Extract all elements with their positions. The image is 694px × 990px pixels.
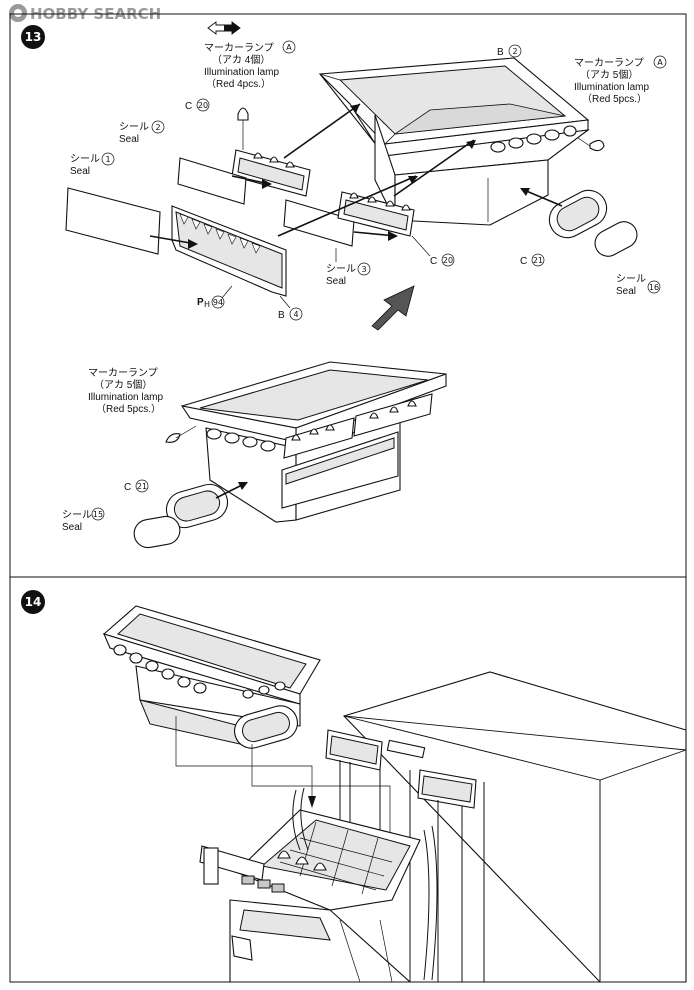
assembled-box-step14 [102,605,321,749]
lamp-right-jp: マーカーランプ [574,57,644,69]
lamp-bar-c20-top [231,149,311,197]
c21-right-label: C 21 [520,253,545,267]
seal-2-sticker [177,157,247,205]
b4-number: 4 [293,310,298,319]
oval-light-c21-right [548,189,608,239]
c20-mid-label: C 20 [430,253,455,267]
lamp-low-qty-en: （Red 5pcs.） [96,403,161,415]
lamp-right-qty-en: （Red 5pcs.） [582,93,647,105]
seal16-number: 16 [649,283,659,292]
lamp-bar-c20-mid [337,191,415,237]
lamp-low-label: マーカーランプ （アカ 5個） Illumination lamp （Red 5… [88,367,163,415]
ph-sub: H [204,300,210,309]
seal16-en: Seal [616,286,636,297]
seal15-number: 15 [93,510,103,519]
seal-16-label: シール Seal 16 [616,274,661,297]
seal-2-label: シール 2 Seal [119,120,165,145]
seal1-number: 1 [105,155,110,164]
lamp-a-en: Illumination lamp [204,67,279,78]
seal3-en: Seal [326,276,346,287]
seal2-jp: シール [119,122,149,133]
step-14-badge: 14 [21,590,45,614]
lamp-a-circled: A [286,43,292,52]
seal15-jp: シール [62,510,92,521]
c20-top-label: C 20 [185,98,210,112]
seal1-jp: シール [70,154,100,165]
seal1-en: Seal [70,166,90,177]
b2-letter: B [497,47,504,58]
seal3-number: 3 [361,265,366,274]
seal-1-sticker [65,187,161,255]
marker-lamp-bulb [589,139,605,152]
seal-16-sticker [594,221,638,257]
lamp-low-jp: マーカーランプ [88,367,158,379]
b2-label: B 2 [497,44,522,58]
c21-right-number: 21 [533,256,543,265]
marker-lamp-bulb [165,433,181,443]
c21-low-label: C 21 [124,479,149,493]
seal3-jp: シール [326,264,356,275]
c20-mid-number: 20 [443,256,453,265]
step-13-badge: 13 [21,25,45,49]
ph-letter: P [197,297,204,308]
c21-low-number: 21 [137,482,147,491]
lamp-right-qty-jp: （アカ 5個） [580,68,638,81]
seal-1-label: シール 1 Seal [70,152,115,177]
seal-15-label: シール 15 Seal [62,507,105,533]
c21-right-letter: C [520,256,527,267]
c20-top-letter: C [185,101,192,112]
seal2-number: 2 [155,123,160,132]
c20-mid-letter: C [430,256,437,267]
lamp-right-label: マーカーランプ A （アカ 5個） Illumination lamp （Red… [574,55,667,105]
step-14-number: 14 [25,595,42,609]
step-13-number: 13 [25,30,42,44]
assembly-arrows [149,103,563,249]
b4-letter: B [278,310,285,321]
seal-15-sticker [133,515,181,549]
lamp-a-label: マーカーランプ A （アカ 4個） Illumination lamp （Red… [204,40,296,90]
grille-panel-b4 [171,205,287,297]
truck-cab [199,671,687,983]
seal16-jp: シール [616,274,646,285]
seal-3-label: シール 3 Seal [326,262,371,287]
seal15-en: Seal [62,522,82,533]
ph-number: 94 [213,298,223,307]
lamp-low-qty-jp: （アカ 5個） [94,378,152,391]
lamp-a-jp: マーカーランプ [204,42,274,54]
assembled-box [180,361,447,523]
next-step-arrow-icon [371,285,415,331]
b2-number: 2 [512,47,517,56]
container-box-b2 [318,57,590,226]
lamp-right-en: Illumination lamp [574,82,649,93]
direction-arrow-icon [207,21,241,35]
c20-top-number: 20 [198,101,208,110]
lamp-a-qty-jp: （アカ 4個） [212,53,270,66]
marker-lamp-bulb [237,107,249,121]
oval-light-c21-low [165,483,229,529]
lamp-low-en: Illumination lamp [88,392,163,403]
seal2-en: Seal [119,134,139,145]
b4-label: B 4 [278,307,303,321]
lamp-right-circled: A [657,58,663,67]
c21-low-letter: C [124,482,131,493]
ph94-label: P H 94 [197,295,225,309]
lamp-a-qty-en: （Red 4pcs.） [206,78,271,90]
